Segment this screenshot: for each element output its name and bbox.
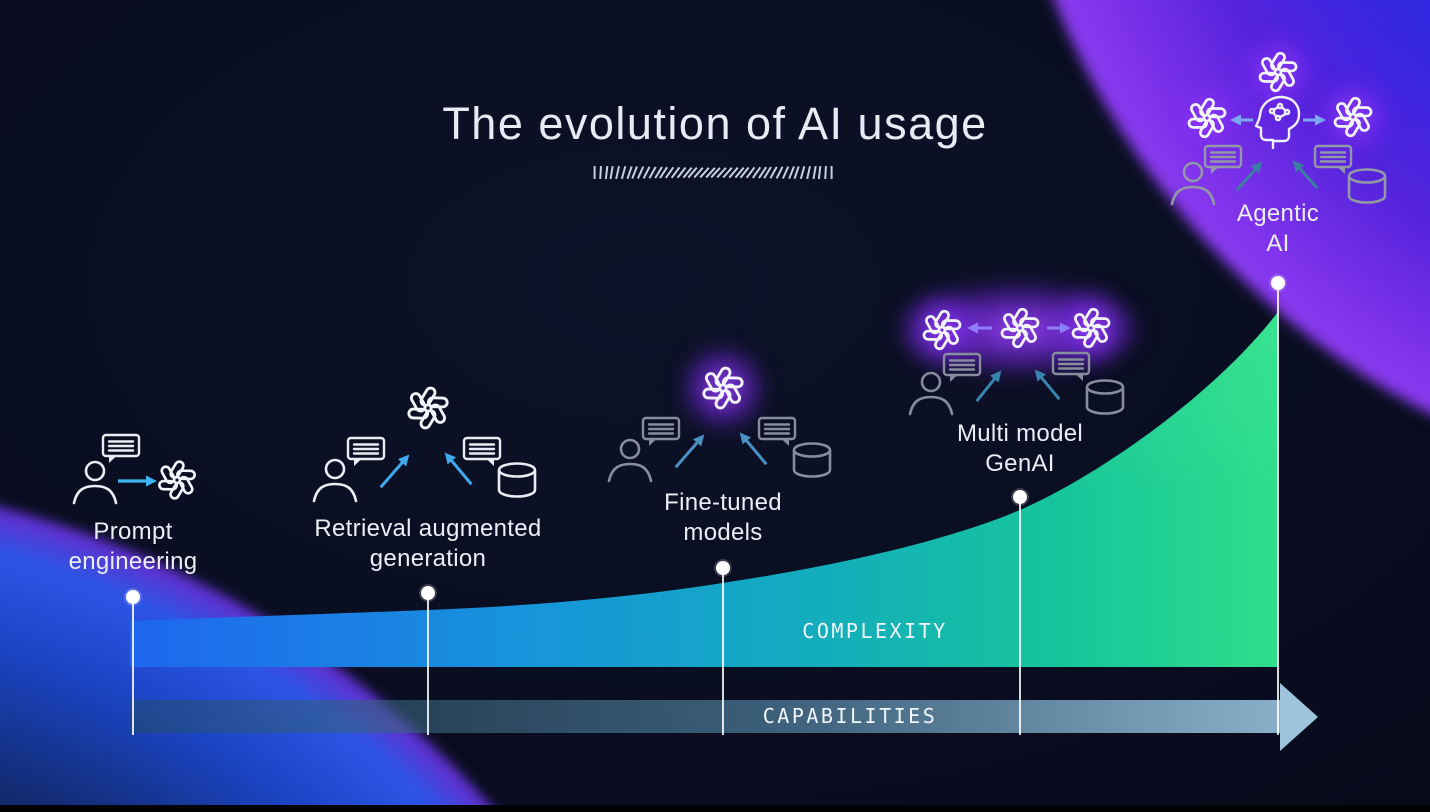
database-icon [497,462,537,498]
person-icon [607,438,653,483]
flow-arrow-icon [117,473,159,489]
stage-marker-line [1019,497,1021,735]
icon-wrapper [997,305,1044,352]
icon-wrapper [1068,305,1115,352]
bottom-edge-bar [0,805,1430,812]
icon-wrapper [604,436,656,484]
complexity-area-highlight [130,312,1278,667]
hatch-tick [593,165,596,179]
icon-wrapper [1083,378,1127,418]
person-icon [312,458,358,503]
flow-arrow-icon [669,428,712,474]
capabilities-axis-label: CAPABILITIES [762,704,938,728]
icon-wrapper [1255,49,1302,96]
icon-wrapper [1330,94,1377,141]
page-title: The evolution of AI usage [442,98,988,149]
icon-wrapper [461,435,503,469]
stage-label-line: Fine-tuned [664,489,782,516]
person-icon [908,371,954,416]
speech-bubble-icon [757,416,797,446]
complexity-axis-label: COMPLEXITY [802,619,948,643]
icon-wrapper [495,461,539,501]
speech-bubble-icon [942,352,982,382]
flow-arrow-icon [732,426,773,470]
icon-wrapper [100,432,142,466]
icon-wrapper [756,415,798,449]
agent-head-icon [1254,95,1301,150]
icon-wrapper [698,363,748,413]
flow-arrow-icon [1228,112,1254,128]
speech-bubble-icon [641,416,681,446]
icon-wrapper [69,458,121,506]
icon-wrapper [640,415,682,449]
stage-label: Retrieval augmented generation [268,514,588,574]
stage-label-line: GenAI [985,450,1055,477]
stage-label-line: engineering [68,548,198,575]
stage-label-line: models [683,519,763,546]
openai-logo-icon [1187,97,1227,139]
database-icon [792,442,832,478]
icon-wrapper [345,435,387,469]
speech-bubble-icon [1203,144,1243,174]
openai-logo-icon [1071,307,1111,349]
flow-arrow-icon [965,320,993,336]
capabilities-arrowhead [1280,683,1318,751]
icon-wrapper [919,307,966,354]
stage-label-line: generation [369,545,487,572]
openai-logo-icon [1333,96,1373,138]
title-underline-decoration [593,164,837,180]
openai-logo-icon [702,366,744,410]
icon-wrapper [1251,93,1305,151]
icon-wrapper [790,441,834,481]
stage-label-line: Prompt [93,518,173,545]
database-icon [1085,379,1125,415]
icon-wrapper [1184,95,1231,142]
speech-bubble-icon [346,436,386,466]
stage-label-line: Multi model [956,420,1083,447]
icon-wrapper [905,369,957,417]
person-icon [72,460,118,505]
flow-arrow-icon [1302,112,1328,128]
speech-bubble-icon [462,436,502,466]
openai-logo-icon [158,460,196,500]
flow-arrow-icon [1046,320,1073,336]
icon-wrapper [309,456,361,504]
openai-logo-icon [1000,307,1040,349]
icon-wrapper [941,351,983,385]
icon-wrapper [154,457,200,503]
stage-label-line: Agentic [1236,200,1320,227]
stage-label: Fine-tuned models [563,488,883,548]
openai-logo-icon [1258,51,1298,93]
speech-bubble-icon [101,433,141,463]
stage-marker-line [1277,283,1279,735]
stage-label: Prompt engineering [0,517,293,577]
icon-wrapper [403,383,453,433]
openai-logo-icon [407,386,449,430]
openai-logo-icon [922,309,962,351]
stage-label-line: Retrieval augmented [314,515,542,542]
icon-wrapper [1202,143,1244,177]
purple-glow-effect [665,330,781,446]
stage-label-line: AI [1266,230,1290,257]
